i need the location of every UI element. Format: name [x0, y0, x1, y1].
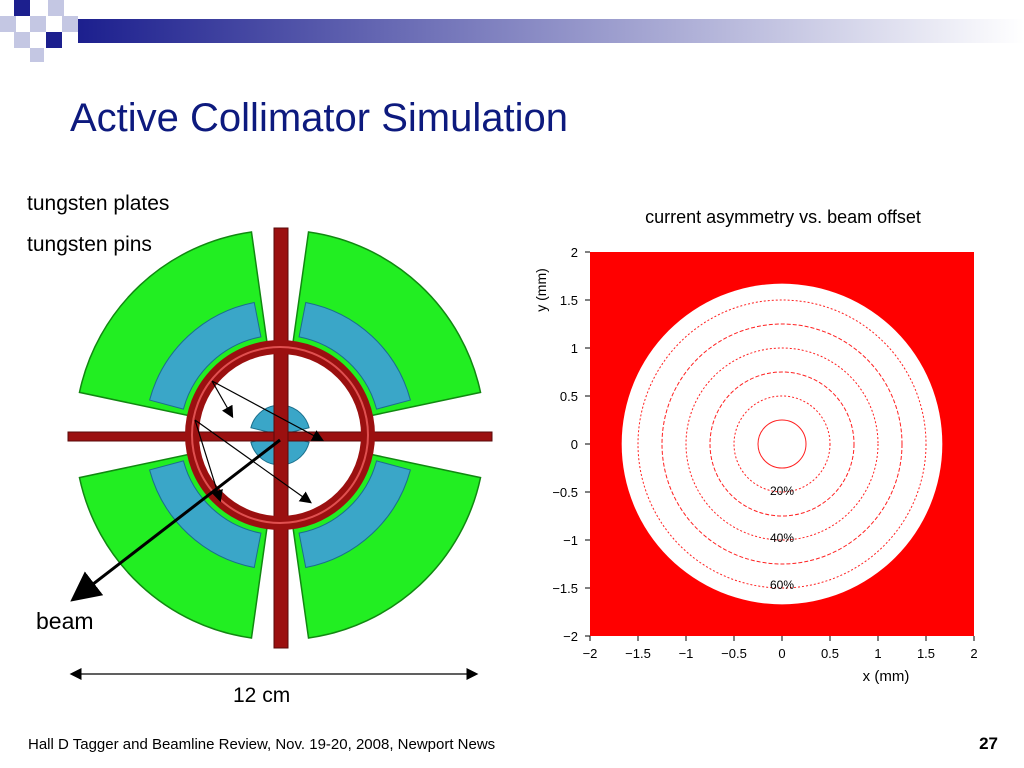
scale-label: 12 cm — [233, 684, 291, 707]
white-region — [621, 283, 943, 605]
asymmetry-contour-chart: current asymmetry vs. beam offset y (mm)… — [533, 207, 978, 685]
contour-line — [709, 371, 855, 517]
y-tick-label: 1.5 — [560, 293, 578, 308]
contour-line — [685, 347, 879, 541]
tungsten-pin-array — [298, 301, 412, 410]
x-tick-label: 0 — [778, 646, 785, 661]
beam-arrow — [70, 438, 281, 602]
y-tick-label: −1 — [563, 533, 578, 548]
pointer-line — [211, 380, 325, 442]
y-tick-label: 2 — [571, 245, 578, 260]
tungsten-pins-label: tungsten pins — [27, 233, 152, 256]
chart-y-label: y (mm) — [533, 268, 549, 312]
x-tick-label: −0.5 — [721, 646, 747, 661]
contour-label: 20% — [770, 484, 794, 498]
y-tick-label: 1 — [571, 341, 578, 356]
y-tick-label: −2 — [563, 629, 578, 644]
x-tick-label: 0.5 — [821, 646, 839, 661]
collimator-diagram — [67, 227, 493, 680]
y-tick-label: −1.5 — [552, 581, 578, 596]
contour-line — [637, 299, 927, 589]
chart-x-label: x (mm) — [863, 668, 910, 685]
tungsten-pin-array — [148, 460, 262, 569]
tungsten-pin-array — [148, 301, 262, 410]
x-tick-label: −1.5 — [625, 646, 651, 661]
contour-label: 40% — [770, 531, 794, 545]
frame-ring-highlight — [191, 346, 369, 524]
frame-vertical-bar — [273, 227, 289, 649]
y-tick-label: 0.5 — [560, 389, 578, 404]
x-tick-label: 1.5 — [917, 646, 935, 661]
contour-line — [733, 395, 831, 493]
y-tick-label: 0 — [571, 437, 578, 452]
page-number: 27 — [979, 734, 998, 753]
tungsten-pin-array — [298, 460, 412, 569]
header-gradient-bar — [78, 19, 1024, 43]
contour-label: 60% — [770, 578, 794, 592]
contour-line — [661, 323, 903, 565]
pointer-line — [194, 419, 223, 503]
y-tick-label: −0.5 — [552, 485, 578, 500]
slide-title: Active Collimator Simulation — [70, 96, 568, 140]
x-tick-label: −1 — [679, 646, 694, 661]
tungsten-plates-label: tungsten plates — [27, 192, 170, 215]
corner-decoration — [0, 0, 78, 62]
chart-title: current asymmetry vs. beam offset — [645, 207, 921, 227]
x-tick-label: 1 — [874, 646, 881, 661]
contour-line — [757, 419, 807, 469]
footer-text: Hall D Tagger and Beamline Review, Nov. … — [28, 736, 496, 753]
pointer-line — [211, 380, 234, 419]
beam-label: beam — [36, 608, 94, 634]
x-tick-label: −2 — [583, 646, 598, 661]
x-tick-label: 2 — [970, 646, 977, 661]
